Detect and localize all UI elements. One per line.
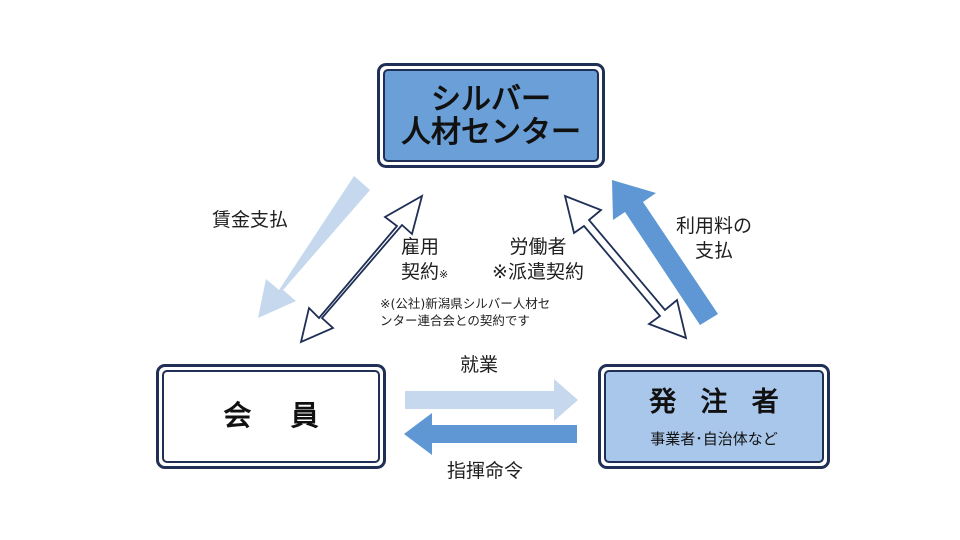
usage-fee-label: 利用料の 支払 bbox=[664, 214, 764, 263]
silver-center-node: シルバー 人材センター bbox=[377, 63, 605, 168]
silver-center-title-line2: 人材センター bbox=[401, 114, 581, 150]
footnote-line2: ンター連合会との契約です bbox=[380, 312, 530, 328]
work-arrow bbox=[405, 379, 578, 421]
employment-contract-line2: 契約※ bbox=[401, 260, 448, 285]
wage-payment-label: 賃金支払 bbox=[212, 209, 289, 231]
work-label: 就業 bbox=[460, 354, 499, 376]
employment-contract-mark: ※ bbox=[439, 267, 449, 281]
footnote: ※(公社)新潟県シルバー人材セ ンター連合会との契約です bbox=[380, 296, 550, 330]
worker-dispatch-line1: 労働者 bbox=[509, 236, 567, 258]
member-title: 会員 bbox=[223, 399, 358, 433]
worker-dispatch-line2: ※派遣契約 bbox=[492, 260, 584, 283]
instruction-arrow bbox=[404, 413, 577, 455]
worker-dispatch-label: 労働者 ※派遣契約 bbox=[483, 235, 593, 284]
usage-fee-line1: 利用料の bbox=[675, 215, 752, 237]
employment-contract-text: 契約 bbox=[401, 260, 440, 283]
employment-contract-arrow bbox=[299, 194, 424, 344]
silver-center-title-line1: シルバー bbox=[431, 81, 551, 117]
wage-payment-arrow bbox=[258, 176, 370, 318]
employment-contract-label: 雇用 契約※ bbox=[401, 235, 448, 284]
orderer-subtitle: 事業者･自治体など bbox=[650, 429, 778, 448]
usage-fee-arrow bbox=[612, 180, 718, 325]
orderer-title: 発注者 bbox=[649, 387, 804, 419]
employment-contract-line1: 雇用 bbox=[401, 236, 440, 258]
orderer-node: 発注者 事業者･自治体など bbox=[598, 364, 830, 469]
member-node: 会員 bbox=[156, 364, 386, 469]
instruction-label: 指揮命令 bbox=[447, 460, 524, 482]
worker-dispatch-arrow bbox=[563, 194, 688, 340]
usage-fee-line2: 支払 bbox=[694, 239, 733, 262]
footnote-line1: ※(公社)新潟県シルバー人材セ bbox=[380, 296, 551, 311]
